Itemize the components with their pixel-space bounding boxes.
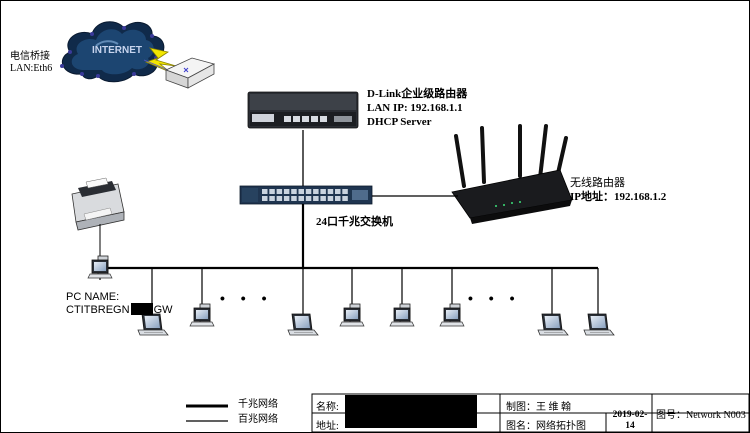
printer-icon [71,177,125,231]
switch-port [298,196,304,201]
switch-port [335,189,341,194]
title-block-diagram-name: 图名：网络拓扑图 [506,421,586,432]
switch-port [305,196,312,201]
switch-label: 24口千兆交换机 [316,216,393,228]
internet-cloud-label: INTERNET [92,45,142,56]
switch-port [276,196,283,201]
pc-icon [189,303,215,327]
switch-port [291,196,297,201]
gigabit-switch-icon [239,185,373,205]
switch-port [335,196,341,201]
wireless-router-ip: IP地址：192.168.1.2 [570,191,667,203]
router-lan-ip-label: LAN IP: 192.168.1.1 [367,102,463,114]
switch-port [320,189,326,194]
switch-port [305,189,312,194]
pc-icon [339,303,365,327]
router-dhcp-label: DHCP Server [367,116,432,128]
switch-port [320,196,326,201]
title-block-drawing-no: 图号：Network N003 [656,410,746,421]
ellipsis-marks: • • • [220,290,273,306]
lan-eth6-label: LAN:Eth6 [10,63,53,74]
switch-port [313,189,319,194]
title-block-name-label: 名称: [316,402,339,413]
legend-gigabit-label: 千兆网络 [238,399,278,410]
switch-port [291,189,297,194]
laptop-icon [583,313,615,336]
switch-port [262,189,268,194]
switch-port [269,196,275,201]
router-title-label: D-Link企业级路由器 [367,88,468,100]
telecom-bridge-label: 电信桥接 [10,51,50,62]
wireless-router-icon [451,124,573,224]
title-block-address-label: 地址: [316,421,339,432]
pc-icon [439,303,465,327]
legend-fast-label: 百兆网络 [238,414,278,425]
dlink-router-icon [247,91,359,129]
laptop-icon [287,313,319,336]
redacted-name-box [345,395,477,428]
ellipsis-marks: • • • [468,290,521,306]
title-block-drafter: 制图：王 维 翰 [506,402,571,413]
wireless-router-title: 无线路由器 [570,177,625,189]
switch-port [342,196,348,201]
title-block-date: 2019-02-14 [612,410,648,431]
switch-port [276,189,283,194]
switch-port [313,196,319,201]
modem-icon [164,57,216,89]
switch-port [327,196,334,201]
switch-port [327,189,334,194]
switch-port [269,189,275,194]
pc-name-label: PC NAME: [66,291,120,303]
pc-name-suffix: GW [153,304,173,316]
switch-port [342,189,348,194]
pc-name-prefix: CTITBREGN [66,304,130,316]
pc-name-value: CTITBREGN GW [66,303,173,317]
switch-port [283,189,290,194]
switch-port [262,196,268,201]
switch-port [283,196,290,201]
legend [186,404,228,422]
pc-icon [389,303,415,327]
title-block [311,393,750,433]
laptop-icon [537,313,569,336]
internet-cloud [60,21,165,83]
redacted-block [130,303,153,315]
switch-port [298,189,304,194]
